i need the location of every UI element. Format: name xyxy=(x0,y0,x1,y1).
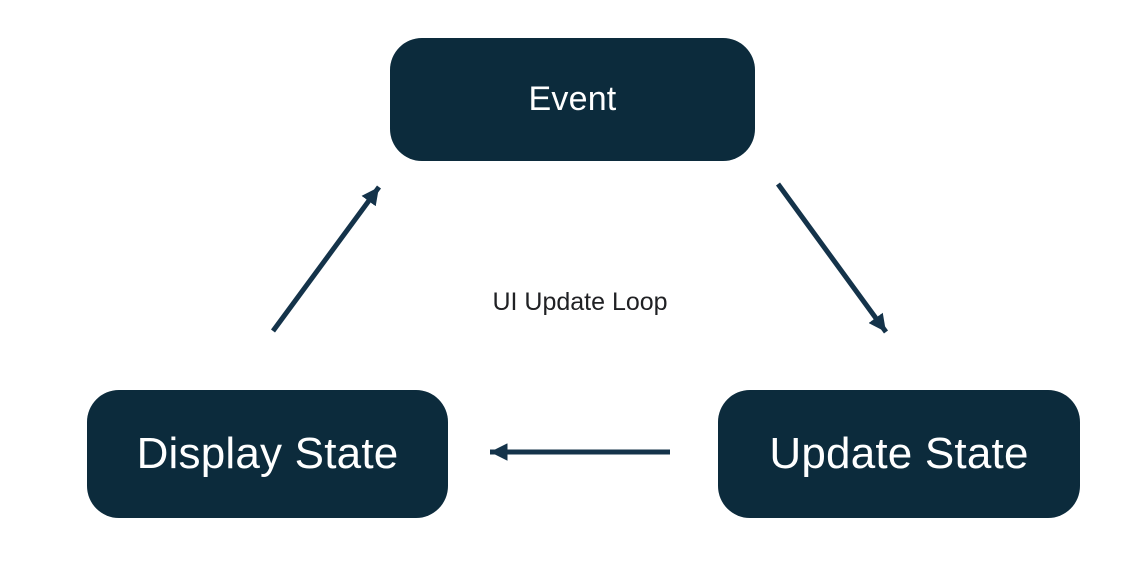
node-display-state: Display State xyxy=(87,390,448,518)
arrow-event-to-update-state xyxy=(775,182,889,334)
node-update-state: Update State xyxy=(718,390,1080,518)
node-update-state-label: Update State xyxy=(769,429,1029,478)
arrow-display-state-to-event xyxy=(270,185,382,333)
diagram-title: UI Update Loop xyxy=(492,288,668,316)
node-event-label: Event xyxy=(528,80,617,118)
node-event: Event xyxy=(390,38,755,161)
node-display-state-label: Display State xyxy=(136,429,399,478)
